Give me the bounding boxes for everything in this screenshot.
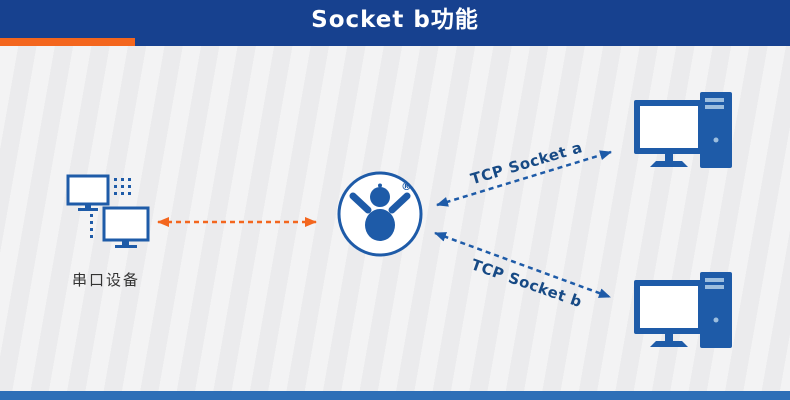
tcp-socket-b-label: TCP Socket b [469,255,585,311]
page-title: Socket b功能 [311,7,479,33]
diagram-svg: TCP Socket a TCP Socket b [66,92,732,348]
dots-column-icon [90,214,93,238]
usr-logo-icon: ® [337,171,423,257]
bottom-bar [0,391,790,400]
diagram-canvas: TCP Socket a TCP Socket b [0,46,790,391]
computer-b-icon [634,272,732,348]
tcp-socket-b-arrow [434,231,611,299]
serial-device-icon [66,174,150,248]
dots-grid-icon [114,178,131,195]
tcp-socket-a-label: TCP Socket a [469,138,585,188]
tcp-socket-a-arrow [436,150,612,207]
title-bar: Socket b功能 [0,0,790,46]
registered-trademark-mark: ® [401,180,412,193]
computer-a-icon [634,92,732,168]
accent-orange-segment [0,38,135,46]
serial-device-label: 串口设备 [72,271,140,289]
